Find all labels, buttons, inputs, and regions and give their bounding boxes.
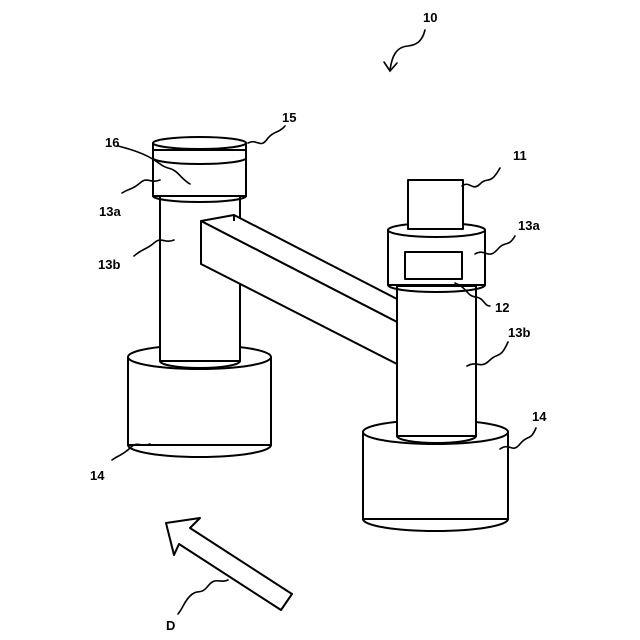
label-16: 16	[105, 135, 119, 150]
top-box-11	[408, 180, 463, 229]
label-11: 11	[513, 148, 527, 163]
label-13b-left: 13b	[98, 257, 120, 272]
label-13a-left: 13a	[99, 204, 121, 219]
left-upper-part	[153, 150, 246, 202]
label-13a-right: 13a	[518, 218, 540, 233]
label-14-left: 14	[90, 468, 105, 483]
label-12: 12	[495, 300, 509, 315]
left-cap	[153, 137, 246, 149]
label-13b-right: 13b	[508, 325, 530, 340]
label-14-right: 14	[532, 409, 547, 424]
label-D: D	[166, 618, 175, 633]
direction-arrow	[166, 518, 292, 610]
label-10: 10	[423, 10, 437, 25]
right-post	[397, 286, 476, 443]
window-12	[405, 252, 462, 279]
label-15: 15	[282, 110, 296, 125]
